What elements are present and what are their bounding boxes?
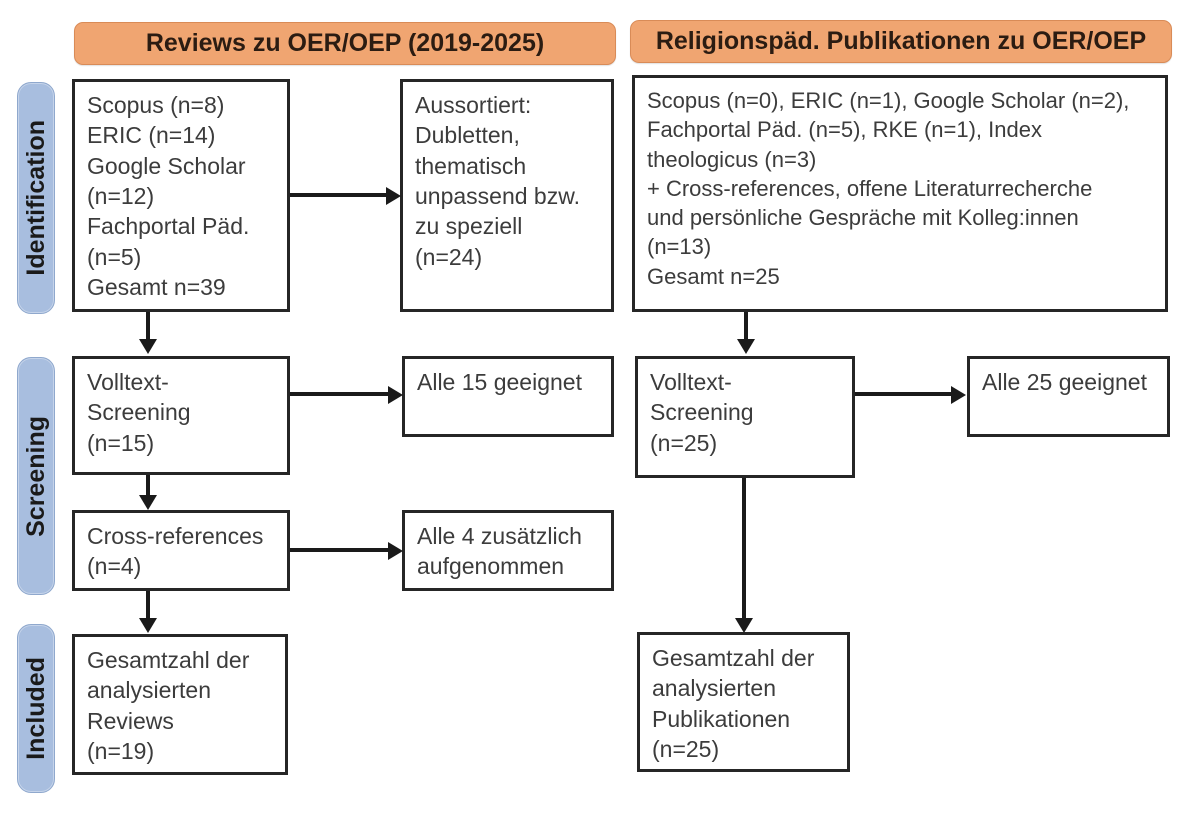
- column-header-publications: Religionspäd. Publikationen zu OER/OEP: [630, 20, 1172, 63]
- box-left-fulltext-screening: Volltext- Screening (n=15): [72, 356, 290, 475]
- box-left-cross-references: Cross-references (n=4): [72, 510, 290, 591]
- column-header-reviews-text: Reviews zu OER/OEP (2019-2025): [145, 29, 545, 57]
- connector-right-screening-to-eligible: [855, 392, 953, 396]
- connector-left-screening-to-eligible: [290, 392, 390, 396]
- connector-left-sources-to-screening: [146, 312, 150, 340]
- box-left-included-total-text: Gesamtzahl der analysierten Reviews (n=1…: [87, 647, 250, 765]
- box-right-fulltext-screening-text: Volltext- Screening (n=25): [650, 369, 754, 456]
- box-right-identification-sources-text: Scopus (n=0), ERIC (n=1), Google Scholar…: [647, 88, 1130, 289]
- box-left-excluded: Aussortiert: Dubletten, thematisch unpas…: [400, 79, 614, 312]
- box-right-all-eligible-text: Alle 25 geeignet: [982, 369, 1147, 395]
- arrowhead-left-sources-to-excluded: [386, 187, 401, 205]
- box-left-all-eligible-text: Alle 15 geeignet: [417, 369, 582, 395]
- column-header-publications-text: Religionspäd. Publikationen zu OER/OEP: [655, 27, 1147, 55]
- arrowhead-left-screening-to-crossrefs: [139, 495, 157, 510]
- stage-label-identification-text: Identification: [21, 120, 50, 276]
- arrowhead-left-crossrefs-to-included: [139, 618, 157, 633]
- box-left-all-added: Alle 4 zusätzlich aufgenommen: [402, 510, 614, 591]
- stage-label-included-text: Included: [21, 657, 50, 760]
- box-left-cross-references-text: Cross-references (n=4): [87, 523, 264, 580]
- arrowhead-left-crossrefs-to-added: [388, 542, 403, 560]
- connector-left-sources-to-excluded: [290, 193, 388, 197]
- box-left-identification-sources-text: Scopus (n=8) ERIC (n=14) Google Scholar …: [87, 92, 250, 301]
- stage-label-screening-text: Screening: [21, 415, 50, 537]
- stage-label-included: Included: [17, 624, 55, 793]
- connector-right-screening-to-included: [742, 478, 746, 620]
- connector-left-crossrefs-to-included: [146, 591, 150, 620]
- box-right-all-eligible: Alle 25 geeignet: [967, 356, 1170, 437]
- arrowhead-right-sources-to-screening: [737, 339, 755, 354]
- box-left-all-eligible: Alle 15 geeignet: [402, 356, 614, 437]
- arrowhead-right-screening-to-included: [735, 618, 753, 633]
- box-right-identification-sources: Scopus (n=0), ERIC (n=1), Google Scholar…: [632, 75, 1168, 312]
- connector-left-screening-to-crossrefs: [146, 475, 150, 497]
- box-right-included-total: Gesamtzahl der analysierten Publikatione…: [637, 632, 850, 772]
- box-left-included-total: Gesamtzahl der analysierten Reviews (n=1…: [72, 634, 288, 775]
- box-left-fulltext-screening-text: Volltext- Screening (n=15): [87, 369, 191, 456]
- stage-label-identification: Identification: [17, 82, 55, 314]
- arrowhead-right-screening-to-eligible: [951, 386, 966, 404]
- box-right-fulltext-screening: Volltext- Screening (n=25): [635, 356, 855, 478]
- box-left-identification-sources: Scopus (n=8) ERIC (n=14) Google Scholar …: [72, 79, 290, 312]
- connector-left-crossrefs-to-added: [290, 548, 390, 552]
- column-header-reviews: Reviews zu OER/OEP (2019-2025): [74, 22, 616, 65]
- box-left-excluded-text: Aussortiert: Dubletten, thematisch unpas…: [415, 92, 580, 270]
- arrowhead-left-sources-to-screening: [139, 339, 157, 354]
- stage-label-screening: Screening: [17, 357, 55, 595]
- box-left-all-added-text: Alle 4 zusätzlich aufgenommen: [417, 523, 582, 580]
- box-right-included-total-text: Gesamtzahl der analysierten Publikatione…: [652, 645, 815, 763]
- connector-right-sources-to-screening: [744, 312, 748, 340]
- arrowhead-left-screening-to-eligible: [388, 386, 403, 404]
